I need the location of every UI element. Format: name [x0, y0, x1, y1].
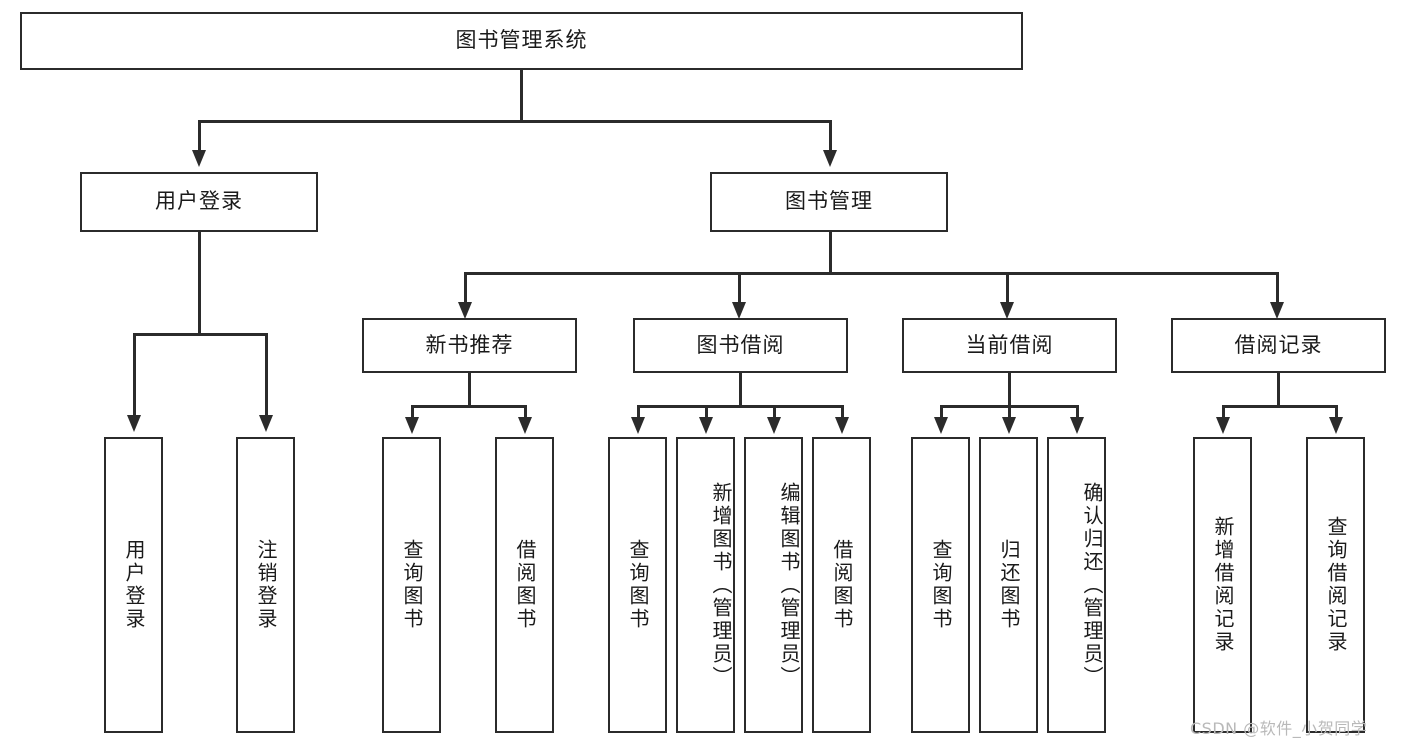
node-label: 编辑图书（管理员）	[777, 481, 801, 689]
node-borrow-record[interactable]: 借阅记录	[1171, 318, 1386, 373]
node-label: 新书推荐	[425, 332, 514, 357]
edge-current-borrow-drop-2	[1076, 405, 1079, 419]
edge-book-borrow-drop-3	[841, 405, 844, 419]
edge-borrow-record-bus	[1222, 405, 1337, 408]
edge-borrow-record-drop-1	[1335, 405, 1338, 419]
edge-new-book-drop-1	[524, 405, 527, 419]
edge-book-borrow-drop-0	[637, 405, 640, 419]
leaf-borrow-record-add-record[interactable]: 新增借阅记录	[1193, 437, 1252, 733]
arrow-to-leaf-current-borrow-1	[1002, 417, 1016, 434]
arrow-to-leaf-new-book-1	[518, 417, 532, 434]
edge-level3-drop-2	[1006, 272, 1009, 304]
edge-level3-bus	[464, 272, 1278, 275]
edge-book-manage-stem	[829, 232, 832, 274]
leaf-book-borrow-add-book[interactable]: 新增图书（管理员）	[676, 437, 735, 733]
leaf-book-borrow-edit-book[interactable]: 编辑图书（管理员）	[744, 437, 803, 733]
edge-book-borrow-bus	[637, 405, 843, 408]
leaf-borrow-record-query-record[interactable]: 查询借阅记录	[1306, 437, 1365, 733]
node-new-book-recommend[interactable]: 新书推荐	[362, 318, 577, 373]
node-current-borrow[interactable]: 当前借阅	[902, 318, 1117, 373]
arrow-to-new-book-recommend	[458, 302, 472, 319]
node-label: 归还图书	[997, 539, 1021, 631]
edge-user-login-bus	[133, 333, 267, 336]
leaf-book-borrow-query-book[interactable]: 查询图书	[608, 437, 667, 733]
edge-level3-drop-3	[1276, 272, 1279, 304]
edge-current-borrow-stem	[1008, 373, 1011, 407]
edge-book-borrow-drop-1	[705, 405, 708, 419]
node-label: 借阅图书	[513, 539, 537, 631]
node-label: 查询图书	[400, 539, 424, 631]
arrow-to-user-login	[192, 150, 206, 167]
edge-level3-drop-0	[464, 272, 467, 304]
arrow-to-leaf-current-borrow-2	[1070, 417, 1084, 434]
node-label: 查询图书	[929, 539, 953, 631]
leaf-user-login-logout[interactable]: 注销登录	[236, 437, 295, 733]
arrow-to-leaf-book-borrow-3	[835, 417, 849, 434]
edge-level3-drop-1	[738, 272, 741, 304]
arrow-to-current-borrow	[1000, 302, 1014, 319]
leaf-current-borrow-confirm-return[interactable]: 确认归还（管理员）	[1047, 437, 1106, 733]
edge-borrow-record-drop-0	[1222, 405, 1225, 419]
edge-level2-drop-right	[829, 120, 832, 152]
edge-user-login-drop-1	[265, 333, 268, 417]
node-book-borrow[interactable]: 图书借阅	[633, 318, 848, 373]
node-label: 借阅记录	[1234, 332, 1323, 357]
edge-root-stem	[520, 70, 523, 122]
arrow-to-leaf-new-book-0	[405, 417, 419, 434]
edge-current-borrow-drop-1	[1008, 405, 1011, 419]
leaf-book-borrow-borrow-book[interactable]: 借阅图书	[812, 437, 871, 733]
csdn-watermark: CSDN @软件_小贺同学	[1190, 719, 1368, 738]
arrow-to-leaf-user-login-0	[127, 415, 141, 432]
arrow-to-leaf-book-borrow-2	[767, 417, 781, 434]
node-label: 图书借阅	[696, 332, 785, 357]
node-label: 用户登录	[122, 539, 146, 631]
arrow-to-leaf-borrow-record-0	[1216, 417, 1230, 434]
arrow-to-leaf-borrow-record-1	[1329, 417, 1343, 434]
node-label: 确认归还（管理员）	[1080, 481, 1104, 689]
edge-new-book-stem	[468, 373, 471, 407]
node-label: 注销登录	[254, 539, 278, 631]
node-root-system[interactable]: 图书管理系统	[20, 12, 1023, 70]
edge-book-borrow-stem	[739, 373, 742, 407]
leaf-new-book-borrow-book[interactable]: 借阅图书	[495, 437, 554, 733]
node-label: 用户登录	[155, 189, 243, 214]
node-book-manage[interactable]: 图书管理	[710, 172, 948, 232]
arrow-to-leaf-book-borrow-1	[699, 417, 713, 434]
arrow-to-leaf-current-borrow-0	[934, 417, 948, 434]
node-label: 查询图书	[626, 539, 650, 631]
leaf-user-login-user-login[interactable]: 用户登录	[104, 437, 163, 733]
node-label: 图书管理	[785, 189, 873, 214]
node-label: 图书管理系统	[455, 28, 588, 53]
leaf-current-borrow-query-book[interactable]: 查询图书	[911, 437, 970, 733]
arrow-to-book-borrow	[732, 302, 746, 319]
leaf-current-borrow-return-book[interactable]: 归还图书	[979, 437, 1038, 733]
edge-new-book-drop-0	[411, 405, 414, 419]
edge-borrow-record-stem	[1277, 373, 1280, 407]
leaf-new-book-query-book[interactable]: 查询图书	[382, 437, 441, 733]
edge-book-borrow-drop-2	[773, 405, 776, 419]
node-label: 查询借阅记录	[1324, 516, 1348, 654]
node-user-login[interactable]: 用户登录	[80, 172, 318, 232]
node-label: 新增图书（管理员）	[709, 481, 733, 689]
arrow-to-leaf-user-login-1	[259, 415, 273, 432]
edge-level2-drop-left	[198, 120, 201, 152]
node-label: 新增借阅记录	[1211, 516, 1235, 654]
arrow-to-book-manage	[823, 150, 837, 167]
edge-current-borrow-drop-0	[940, 405, 943, 419]
edge-level2-bus	[198, 120, 832, 123]
edge-user-login-drop-0	[133, 333, 136, 417]
edge-new-book-bus	[411, 405, 526, 408]
node-label: 当前借阅	[965, 332, 1054, 357]
arrow-to-leaf-book-borrow-0	[631, 417, 645, 434]
node-label: 借阅图书	[830, 539, 854, 631]
edge-user-login-stem	[198, 232, 201, 335]
arrow-to-borrow-record	[1270, 302, 1284, 319]
